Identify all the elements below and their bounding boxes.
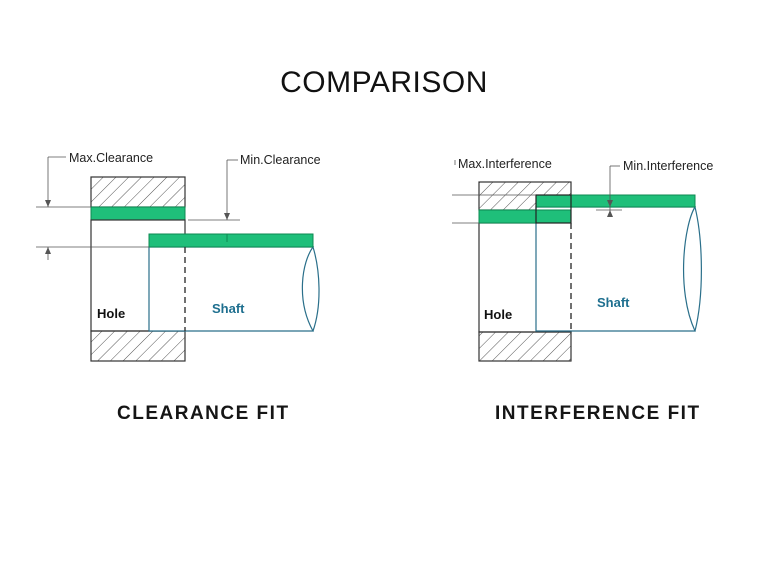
clearance-hole-hatch-bottom bbox=[90, 330, 186, 362]
min-interference-label: Min.Interference bbox=[623, 159, 713, 173]
interference-shaft-body bbox=[535, 206, 697, 332]
clearance-fit-diagram: Max.Clearance Min.Clearance Hole Shaft bbox=[36, 151, 321, 362]
interference-shaft-break-line bbox=[694, 206, 702, 332]
max-clearance-arrow-icon bbox=[45, 200, 51, 207]
clearance-hole-label: Hole bbox=[97, 306, 125, 321]
interference-fit-caption: INTERFERENCE FIT bbox=[495, 403, 701, 424]
clearance-shaft-label: Shaft bbox=[212, 301, 245, 316]
interference-hole-tolerance-band bbox=[478, 209, 572, 224]
clearance-shaft-body bbox=[148, 246, 315, 332]
clearance-hole-tolerance-band bbox=[90, 206, 186, 221]
interference-fit-diagram: Max.Interference Min.Interference Hole S… bbox=[452, 157, 713, 362]
interference-hole-hatch-bottom bbox=[478, 331, 572, 362]
min-interference-arrow-up-icon bbox=[607, 210, 613, 217]
interference-overlap-outline bbox=[535, 194, 572, 224]
page-title: COMPARISON bbox=[280, 66, 488, 99]
min-clearance-label: Min.Clearance bbox=[240, 153, 321, 167]
interference-hole-label: Hole bbox=[484, 307, 512, 322]
clearance-hole-hatch-top bbox=[90, 176, 186, 208]
max-interference-label: Max.Interference bbox=[458, 157, 552, 171]
clearance-shaft-tolerance-band bbox=[148, 233, 314, 248]
max-clearance-arrow-up-icon bbox=[45, 247, 51, 254]
interference-shaft-tolerance-band bbox=[535, 194, 696, 208]
max-clearance-label: Max.Clearance bbox=[69, 151, 153, 165]
interference-shaft-label: Shaft bbox=[597, 295, 630, 310]
clearance-shaft-break-line bbox=[312, 246, 320, 332]
min-interference-arrow-icon bbox=[607, 200, 613, 207]
min-clearance-arrow-icon bbox=[224, 213, 230, 220]
clearance-fit-caption: CLEARANCE FIT bbox=[117, 403, 290, 424]
